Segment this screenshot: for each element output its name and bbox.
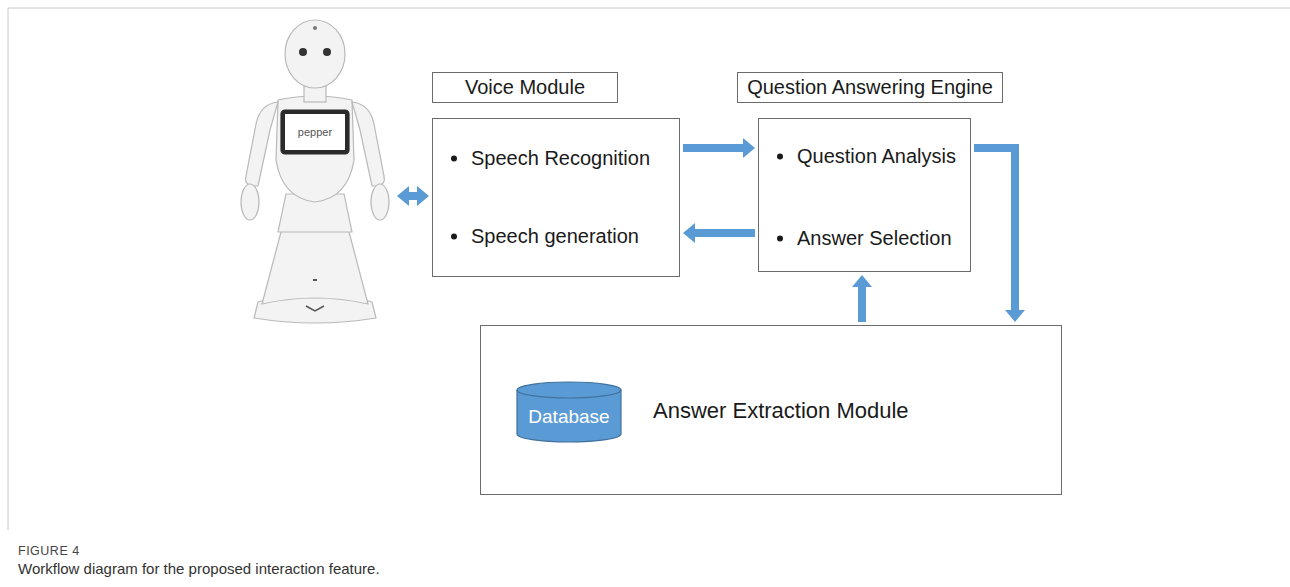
robot-figure: pepper — [226, 20, 394, 324]
voice-module: Voice ModuleSpeech RecognitionSpeech gen… — [432, 72, 680, 277]
bullet-item: Question Analysis — [759, 145, 956, 168]
pepper-robot — [241, 20, 389, 323]
tablet-screen-text: pepper — [285, 114, 345, 150]
module-heading: Voice Module — [465, 76, 585, 99]
bullet-dot — [777, 153, 783, 159]
bullet-dot — [451, 155, 457, 161]
bullet-dot — [777, 235, 783, 241]
flow-arrow — [974, 148, 1015, 310]
bullet-item: Speech generation — [433, 225, 639, 248]
figure-caption: Workflow diagram for the proposed intera… — [18, 560, 380, 577]
flow-arrow — [409, 192, 417, 200]
database-cylinder: Database — [516, 381, 622, 443]
module-heading-box: Question Answering Engine — [737, 72, 1003, 103]
module-title: Answer Extraction Module — [653, 398, 909, 424]
module-box: Speech RecognitionSpeech generation — [432, 118, 680, 277]
function-label: Question Analysis — [797, 145, 956, 168]
figure-frame — [8, 8, 1290, 530]
flow-arrow — [858, 287, 866, 322]
figure-label-holder: FIGURE 4 — [18, 541, 80, 559]
caption-holder: Workflow diagram for the proposed intera… — [18, 560, 380, 578]
function-label: Answer Selection — [797, 227, 952, 250]
function-label: Speech generation — [471, 225, 639, 248]
database-text-holder: Database — [516, 391, 622, 443]
question-answering-engine: Question Answering EngineQuestion Analys… — [737, 72, 1003, 272]
module-box: Question AnalysisAnswer Selection — [758, 118, 971, 272]
bullet-item: Answer Selection — [759, 227, 952, 250]
bullet-dot — [451, 233, 457, 239]
module-title-holder: Answer Extraction Module — [653, 398, 909, 424]
function-label: Speech Recognition — [471, 147, 650, 170]
flow-arrow — [695, 229, 755, 237]
module-heading-box: Voice Module — [432, 72, 618, 103]
answer-extraction-module: Database Answer Extraction Module — [480, 325, 1062, 495]
robot-brand: pepper — [298, 126, 332, 138]
module-heading: Question Answering Engine — [747, 76, 993, 99]
figure-number: FIGURE 4 — [18, 544, 80, 558]
database-label: Database — [528, 406, 609, 428]
bullet-item: Speech Recognition — [433, 147, 650, 170]
flow-arrow — [683, 144, 743, 152]
